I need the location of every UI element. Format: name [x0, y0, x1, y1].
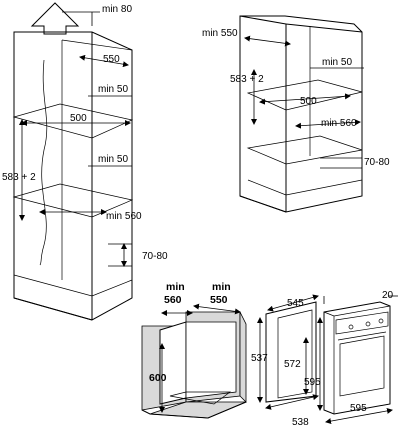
tall-plinth-label: 70-80: [142, 251, 168, 262]
base-width-label: 500: [300, 96, 317, 107]
oven-appliance: 545 20 537 572 595 538 595: [251, 290, 398, 428]
oven-width-label: 545: [287, 298, 304, 309]
oven-height-outer-label: 537: [251, 353, 268, 364]
under-depth-value-2: 550: [210, 294, 228, 306]
oven-height-inner-label: 572: [284, 359, 301, 370]
base-plinth-label: 70-80: [364, 157, 390, 168]
base-cabinet: min 550 583 + 2 min 50 500 min 560 70-80: [202, 15, 390, 213]
vent-arrow-icon: [30, 2, 80, 35]
tall-cabinet: min 80 550 min 50 500 583 + 2 min 50 min…: [2, 2, 168, 321]
under-counter-cabinet: min 560 min 550 600: [141, 281, 247, 419]
base-vent-label: min 50: [322, 57, 352, 68]
under-min-label-1: min: [166, 281, 185, 293]
oven-height-front-label: 595: [304, 377, 321, 388]
under-height-label: 600: [149, 372, 167, 384]
oven-door-label: 20: [382, 290, 394, 301]
tall-depth-label: 550: [103, 54, 120, 65]
oven-depth-label: 538: [292, 417, 309, 428]
tall-niche-height-label: 583 + 2: [2, 172, 36, 183]
base-height-label: 583 + 2: [230, 74, 264, 85]
tall-min-top-label: min 80: [102, 4, 132, 15]
tall-min-depth-label: min 560: [106, 211, 142, 222]
base-min-depth-label: min 560: [321, 118, 357, 129]
tall-vent-lower-label: min 50: [98, 154, 128, 165]
tall-width-label: 500: [70, 113, 87, 124]
under-min-label-2: min: [212, 281, 231, 293]
oven-width-front-label: 595: [350, 403, 367, 414]
under-depth-value-1: 560: [164, 294, 182, 306]
tall-vent-upper-label: min 50: [98, 84, 128, 95]
base-depth-label: min 550: [202, 28, 238, 39]
